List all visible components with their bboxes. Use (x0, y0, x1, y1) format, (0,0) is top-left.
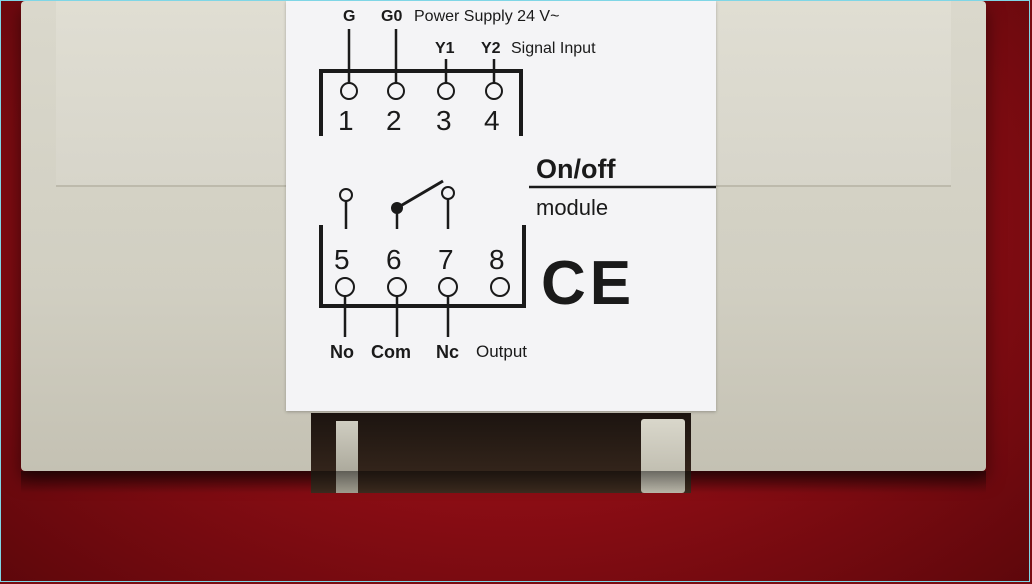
terminal-4-screw (485, 82, 503, 100)
terminal-y1-label: Y1 (435, 40, 455, 57)
signal-input-label: Signal Input (511, 40, 596, 57)
module-title: On/off (536, 154, 616, 184)
wiring-diagram: G G0 Power Supply 24 V~ Y1 Y2 Signal Inp… (319, 8, 716, 362)
power-supply-label: Power Supply 24 V~ (414, 8, 559, 25)
output-no-label: No (330, 342, 354, 362)
terminal-3-number: 3 (436, 105, 452, 136)
module-subtitle: module (536, 195, 608, 220)
output-label: Output (476, 342, 527, 361)
contact-no-symbol (339, 188, 353, 202)
terminal-g0-label: G0 (381, 8, 402, 25)
right-latch (641, 419, 685, 493)
terminal-g-label: G (343, 8, 355, 25)
terminal-7-screw (438, 277, 458, 297)
terminal-6-screw (387, 277, 407, 297)
contact-switch-arm (396, 179, 444, 210)
bottom-terminal-block (319, 225, 526, 308)
terminal-2-screw (387, 82, 405, 100)
terminal-recess (311, 413, 691, 493)
terminal-y2-label: Y2 (481, 40, 501, 57)
terminal-8-screw (490, 277, 510, 297)
terminal-2-number: 2 (386, 105, 402, 136)
left-latch (336, 421, 358, 493)
output-nc-label: Nc (436, 342, 459, 362)
contact-nc-symbol (441, 186, 455, 200)
output-com-label: Com (371, 342, 411, 362)
terminal-1-number: 1 (338, 105, 354, 136)
terminal-3-screw (437, 82, 455, 100)
terminal-8-number: 8 (489, 244, 505, 275)
terminal-5-number: 5 (334, 244, 350, 275)
terminal-4-number: 4 (484, 105, 500, 136)
ce-mark: CE (541, 249, 635, 318)
terminal-1-screw (340, 82, 358, 100)
top-terminal-block (319, 69, 523, 136)
terminal-6-number: 6 (386, 244, 402, 275)
wiring-label: G G0 Power Supply 24 V~ Y1 Y2 Signal Inp… (286, 1, 716, 411)
terminal-7-number: 7 (438, 244, 454, 275)
terminal-5-screw (335, 277, 355, 297)
housing-shadow (21, 471, 986, 493)
